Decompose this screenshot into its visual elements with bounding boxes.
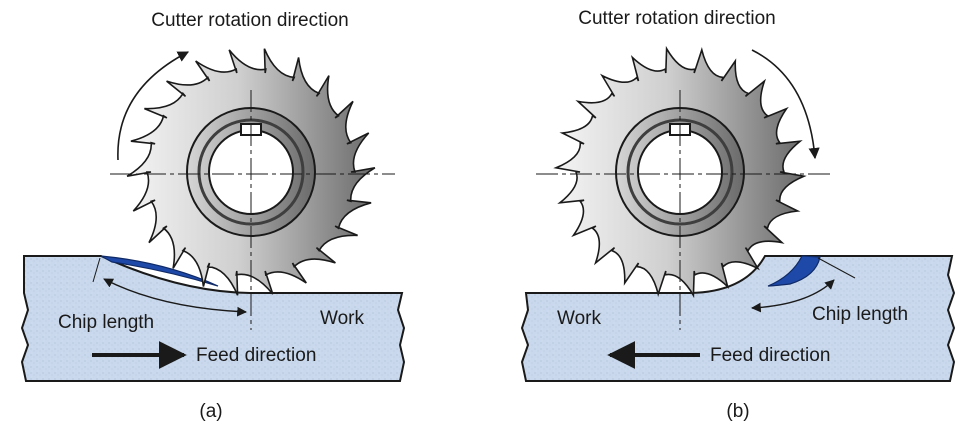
work-label-a: Work xyxy=(320,308,364,329)
rotation-arrow-icon-b xyxy=(751,49,820,160)
cutter-a xyxy=(110,48,395,330)
title-b: Cutter rotation direction xyxy=(578,8,776,29)
panel-a: Cutter rotation direction Chip length Wo… xyxy=(20,10,406,422)
chip-extension-line-a xyxy=(92,257,101,283)
feed-label-b: Feed direction xyxy=(710,345,830,366)
work-label-b: Work xyxy=(557,308,601,329)
chip-length-arrow-icon xyxy=(103,278,247,317)
cutter-b xyxy=(536,45,830,330)
chip-length-label-a: Chip length xyxy=(58,312,154,333)
chip-length-arrow-icon-b xyxy=(751,279,835,313)
rotation-arrow-icon xyxy=(117,51,189,161)
caption-a: (a) xyxy=(199,401,222,422)
feed-label-a: Feed direction xyxy=(196,345,316,366)
chip-extension-line-b xyxy=(817,257,856,279)
panel-b: Cutter rotation direction Work Chip leng… xyxy=(520,8,956,422)
chip-length-label-b: Chip length xyxy=(812,304,908,325)
title-a: Cutter rotation direction xyxy=(151,10,349,31)
caption-b: (b) xyxy=(726,401,749,422)
